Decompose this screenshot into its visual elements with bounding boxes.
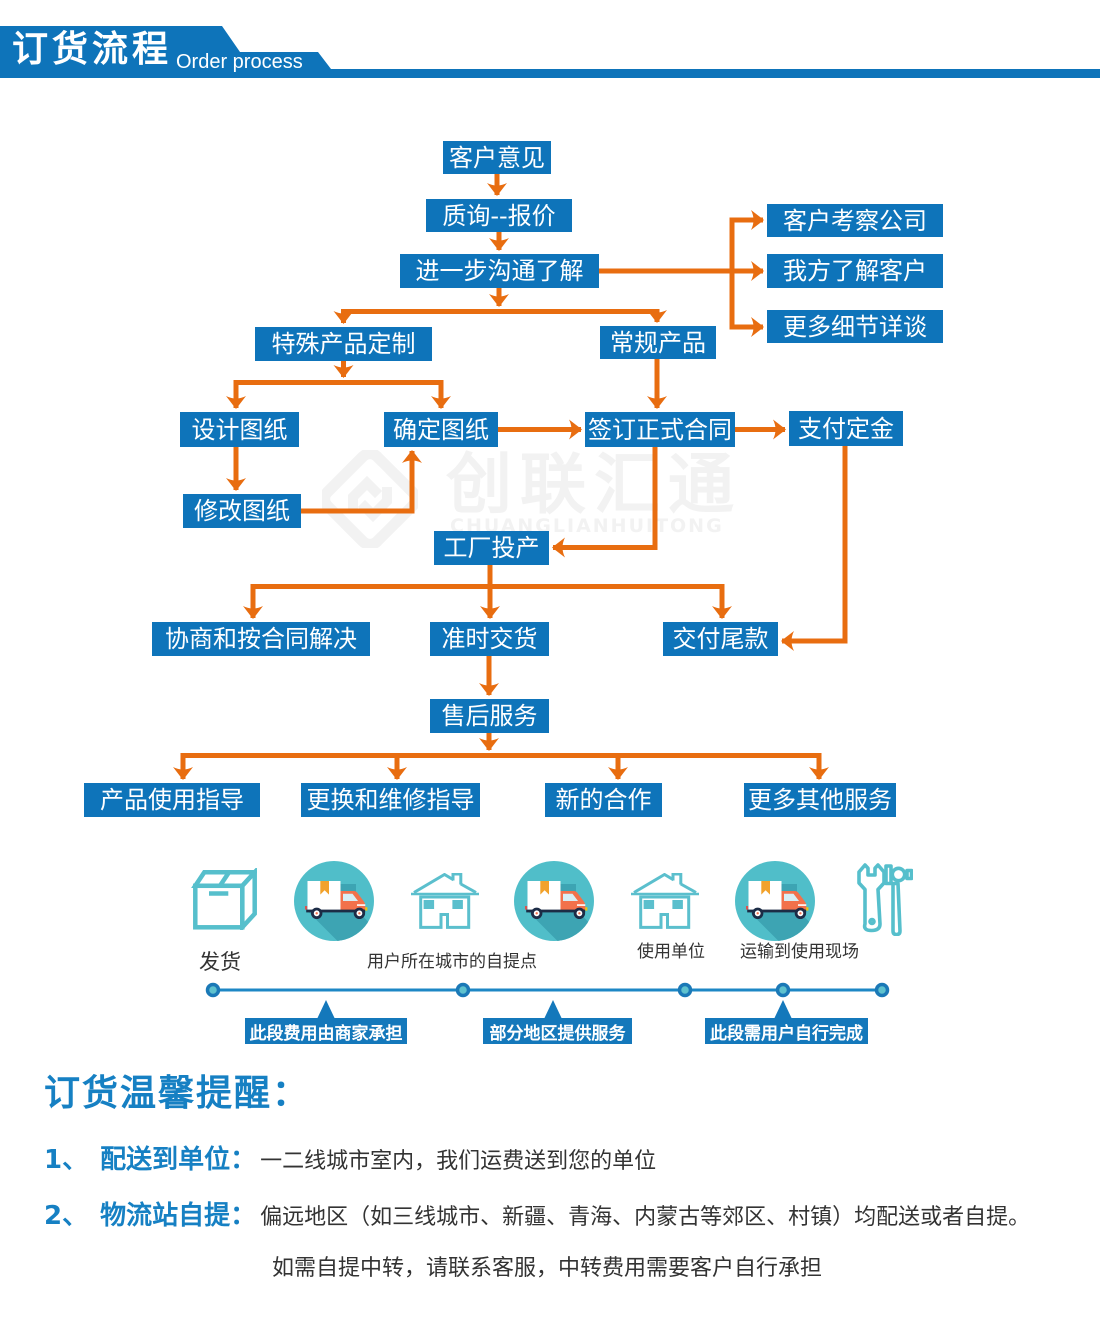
reminder-item-2-label: 物流站自提： [100, 1201, 257, 1231]
arrow-revise-to-confirm [301, 450, 422, 514]
flow-node-after-sales: 售后服务 [430, 699, 549, 733]
arrow-branch-to-more-details [729, 271, 764, 337]
timeline-dot [677, 982, 693, 998]
flow-node-know-customer: 我方了解客户 [767, 254, 943, 288]
timeline-dots [205, 982, 890, 998]
arrow-split-to-negotiate [243, 584, 490, 619]
flow-node-usage-guidance: 产品使用指导 [84, 783, 260, 817]
timeline-note-pointer [774, 1000, 792, 1019]
flow-node-factory-production: 工厂投产 [434, 531, 549, 565]
package-box-icon [191, 868, 257, 930]
timeline-dot [874, 982, 890, 998]
arrow-branch-to-customer-visit [729, 210, 764, 271]
timeline-note-user-complete: 此段需用户自行完成 [705, 1018, 868, 1044]
label-shipping: 发货 [199, 950, 241, 974]
tools-icon [857, 862, 913, 936]
arrow-split-to-usage-guidance [173, 753, 489, 780]
reminder-item-1-text: 一二线城市室内，我们运费送到您的单位 [260, 1149, 657, 1174]
house-icon [411, 873, 479, 930]
flow-node-design-drawing: 设计图纸 [180, 412, 299, 447]
arrow-split-to-custom-product [333, 309, 499, 324]
flow-node-customer-visit: 客户考察公司 [767, 204, 943, 237]
arrow-split-to-more-services [489, 753, 829, 780]
timeline-note-pointer [317, 1000, 335, 1019]
flow-node-more-services: 更多其他服务 [744, 783, 896, 817]
timeline-dot [455, 982, 471, 998]
reminder-title: 订货温馨提醒： [44, 1073, 311, 1114]
flow-node-replace-repair: 更换和维修指导 [301, 783, 480, 817]
arrow-split-to-design-drawing [226, 380, 344, 409]
timeline-dot [775, 982, 791, 998]
flow-node-confirm-drawing: 确定图纸 [384, 412, 498, 447]
page-subtitle: Order process [176, 51, 303, 73]
timeline [205, 982, 890, 1019]
reminder-item-2-num: 2、 [44, 1201, 89, 1231]
arrow-contract-to-production [552, 447, 658, 558]
flow-node-inquiry-quote: 质询--报价 [426, 199, 572, 232]
arrow-split-to-regular-product [499, 309, 667, 323]
watermark-brand-cn: 创联汇通 [446, 446, 742, 523]
flow-node-custom-product: 特殊产品定制 [255, 327, 432, 361]
label-transport-site: 运输到使用现场 [740, 942, 859, 962]
flow-node-regular-product: 常规产品 [600, 326, 716, 359]
reminder-item-1: 1、配送到单位：一二线城市室内，我们运费送到您的单位 [44, 1147, 656, 1173]
timeline-note-partial-service: 部分地区提供服务 [483, 1018, 632, 1044]
timeline-note-pointer [544, 1000, 562, 1019]
flow-node-on-time-delivery: 准时交货 [430, 622, 549, 656]
flow-node-further-communication: 进一步沟通了解 [400, 254, 599, 288]
flow-node-new-cooperation: 新的合作 [545, 783, 662, 817]
timeline-note-pointers [317, 1000, 792, 1019]
reminder-item-2: 2、物流站自提：偏远地区（如三线城市、新疆、青海、内蒙古等郊区、村镇）均配送或者… [44, 1203, 1030, 1229]
house-icon [631, 873, 699, 930]
delivery-truck-icon [735, 861, 815, 941]
page-title: 订货流程 [12, 29, 173, 70]
flow-node-negotiate-contract: 协商和按合同解决 [152, 622, 370, 656]
flow-node-more-details: 更多细节详谈 [767, 310, 943, 343]
timeline-note-merchant-cost: 此段费用由商家承担 [245, 1018, 407, 1044]
reminder-item-1-label: 配送到单位： [100, 1145, 257, 1175]
flow-node-pay-deposit: 支付定金 [789, 411, 903, 446]
reminder-item-2-text: 偏远地区（如三线城市、新疆、青海、内蒙古等郊区、村镇）均配送或者自提。 [260, 1205, 1031, 1230]
flow-node-customer-feedback: 客户意见 [443, 141, 551, 174]
delivery-truck-icon [294, 861, 374, 941]
arrow-split-to-balance [490, 584, 732, 619]
reminder-note: 如需自提中转，请联系客服，中转费用需要客户自行承担 [272, 1256, 823, 1281]
arrow-split-to-confirm-drawing [343, 380, 451, 409]
arrow-deposit-to-balance [781, 446, 848, 651]
flow-node-revise-drawing: 修改图纸 [183, 494, 301, 528]
timeline-dot [205, 982, 221, 998]
delivery-truck-icon [514, 861, 594, 941]
reminder-item-1-num: 1、 [44, 1145, 89, 1175]
flow-arrows [173, 174, 848, 780]
flow-node-pay-balance: 交付尾款 [663, 622, 778, 656]
label-pickup-point: 用户所在城市的自提点 [367, 952, 537, 972]
flow-node-sign-contract: 签订正式合同 [585, 412, 735, 447]
label-user-unit: 使用单位 [637, 942, 705, 962]
